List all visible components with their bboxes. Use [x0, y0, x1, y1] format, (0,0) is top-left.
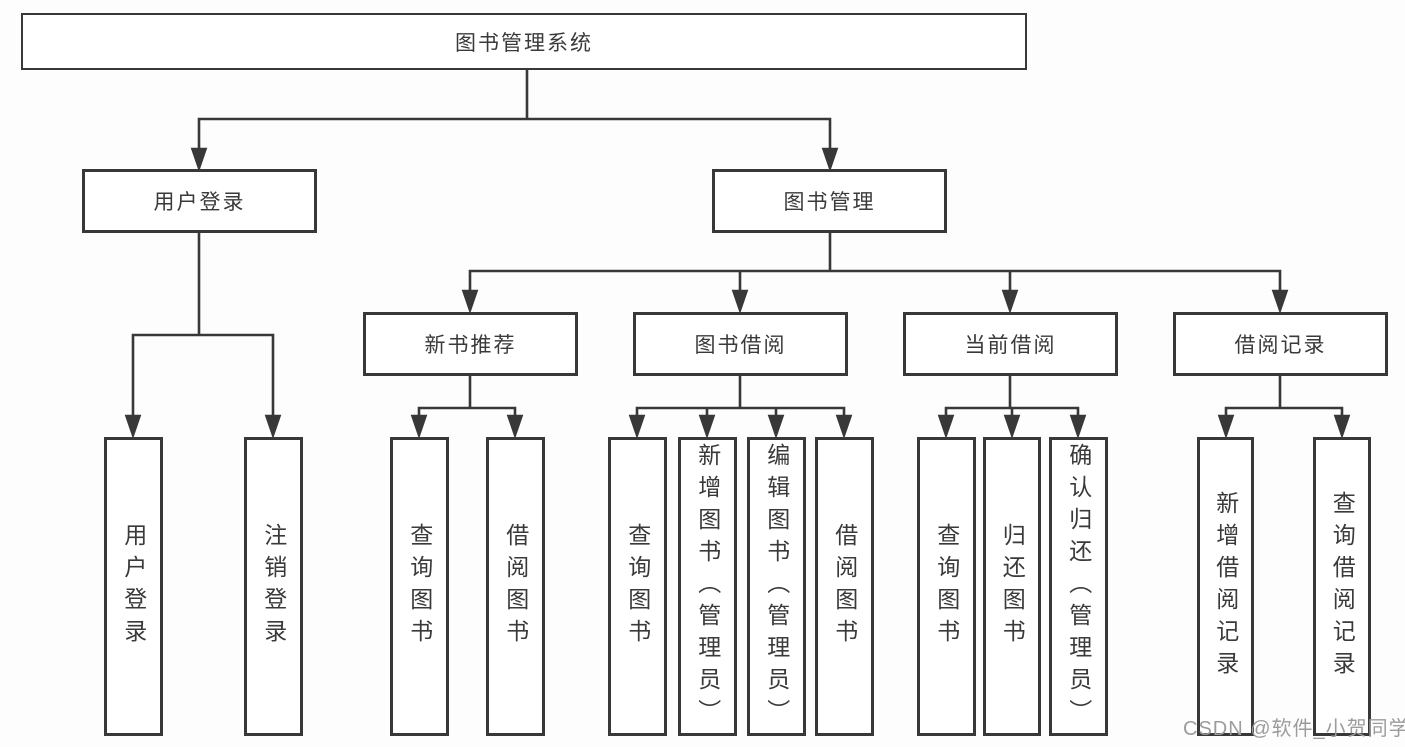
leaf-confirm-return-admin: 确认归还（管理员） [1049, 437, 1108, 736]
leaf-borrow-books-recommend: 借阅图书 [486, 437, 545, 736]
node-label: 查询借阅记录 [1329, 490, 1356, 683]
node-label: 图书管理 [783, 191, 876, 214]
leaf-user-login: 用户登录 [104, 437, 163, 736]
connector-currentborrow-to-leaves [937, 374, 1087, 440]
leaf-query-books-current: 查询图书 [917, 437, 976, 736]
arrow-down-icon [1333, 414, 1351, 440]
arrow-down-icon [731, 289, 749, 315]
connector-userlogin-to-leaves [124, 231, 282, 440]
node-label: 查询图书 [406, 522, 433, 651]
connector-bookborrow-to-leaves [628, 374, 853, 440]
connector-bookmgmt-to-level3 [461, 231, 1289, 315]
leaf-logout: 注销登录 [244, 437, 303, 736]
arrow-down-icon [1003, 414, 1021, 440]
leaf-query-books-borrowing: 查询图书 [608, 437, 667, 736]
node-book-borrowing: 图书借阅 [633, 312, 848, 376]
node-user-login: 用户登录 [82, 169, 317, 233]
csdn-watermark: CSDN @软件_小贺同学 [1183, 718, 1405, 740]
arrow-down-icon [1271, 289, 1289, 315]
arrow-down-icon [821, 147, 839, 173]
arrow-down-icon [1217, 414, 1235, 440]
node-label: 当前借阅 [964, 334, 1057, 357]
leaf-edit-books-admin: 编辑图书（管理员） [747, 437, 806, 736]
arrow-down-icon [264, 414, 282, 440]
node-book-management: 图书管理 [712, 169, 947, 233]
arrow-down-icon [628, 414, 646, 440]
arrow-down-icon [1001, 289, 1019, 315]
node-label: 用户登录 [153, 191, 246, 214]
leaf-query-borrow-record: 查询借阅记录 [1313, 437, 1371, 736]
arrow-down-icon [190, 147, 208, 173]
connector-records-to-leaves [1217, 374, 1351, 440]
node-label: 借阅图书 [831, 522, 858, 651]
leaf-add-books-admin: 新增图书（管理员） [678, 437, 737, 736]
node-label: 注销登录 [260, 522, 287, 651]
node-label: 新书推荐 [424, 334, 517, 357]
node-new-book-recommend: 新书推荐 [363, 312, 578, 376]
node-label: 确认归还（管理员） [1065, 442, 1092, 731]
leaf-add-borrow-record: 新增借阅记录 [1197, 437, 1254, 736]
node-label: 借阅记录 [1234, 334, 1327, 357]
node-label: 归还图书 [999, 522, 1026, 651]
arrow-down-icon [410, 414, 428, 440]
node-label: 图书管理系统 [455, 31, 593, 55]
node-label: 新增借阅记录 [1212, 490, 1239, 683]
arrow-down-icon [767, 414, 785, 440]
arrow-down-icon [1069, 414, 1087, 440]
arrow-down-icon [506, 414, 524, 440]
node-label: 查询图书 [624, 522, 651, 651]
connector-root-to-level2 [190, 68, 839, 173]
node-borrowing-records: 借阅记录 [1173, 312, 1388, 376]
node-label: 查询图书 [933, 522, 960, 651]
connector-newbook-to-leaves [410, 374, 524, 440]
arrow-down-icon [124, 414, 142, 440]
leaf-return-books: 归还图书 [983, 437, 1041, 736]
node-current-borrowing: 当前借阅 [903, 312, 1118, 376]
node-root: 图书管理系统 [21, 13, 1027, 70]
arrow-down-icon [698, 414, 716, 440]
node-label: 借阅图书 [502, 522, 529, 651]
node-label: 新增图书（管理员） [694, 442, 721, 731]
node-label: 图书借阅 [694, 334, 787, 357]
arrow-down-icon [835, 414, 853, 440]
leaf-borrow-books: 借阅图书 [815, 437, 874, 736]
arrow-down-icon [937, 414, 955, 440]
node-label: 编辑图书（管理员） [763, 442, 790, 731]
leaf-query-books-recommend: 查询图书 [390, 437, 449, 736]
node-label: 用户登录 [120, 522, 147, 651]
arrow-down-icon [461, 289, 479, 315]
